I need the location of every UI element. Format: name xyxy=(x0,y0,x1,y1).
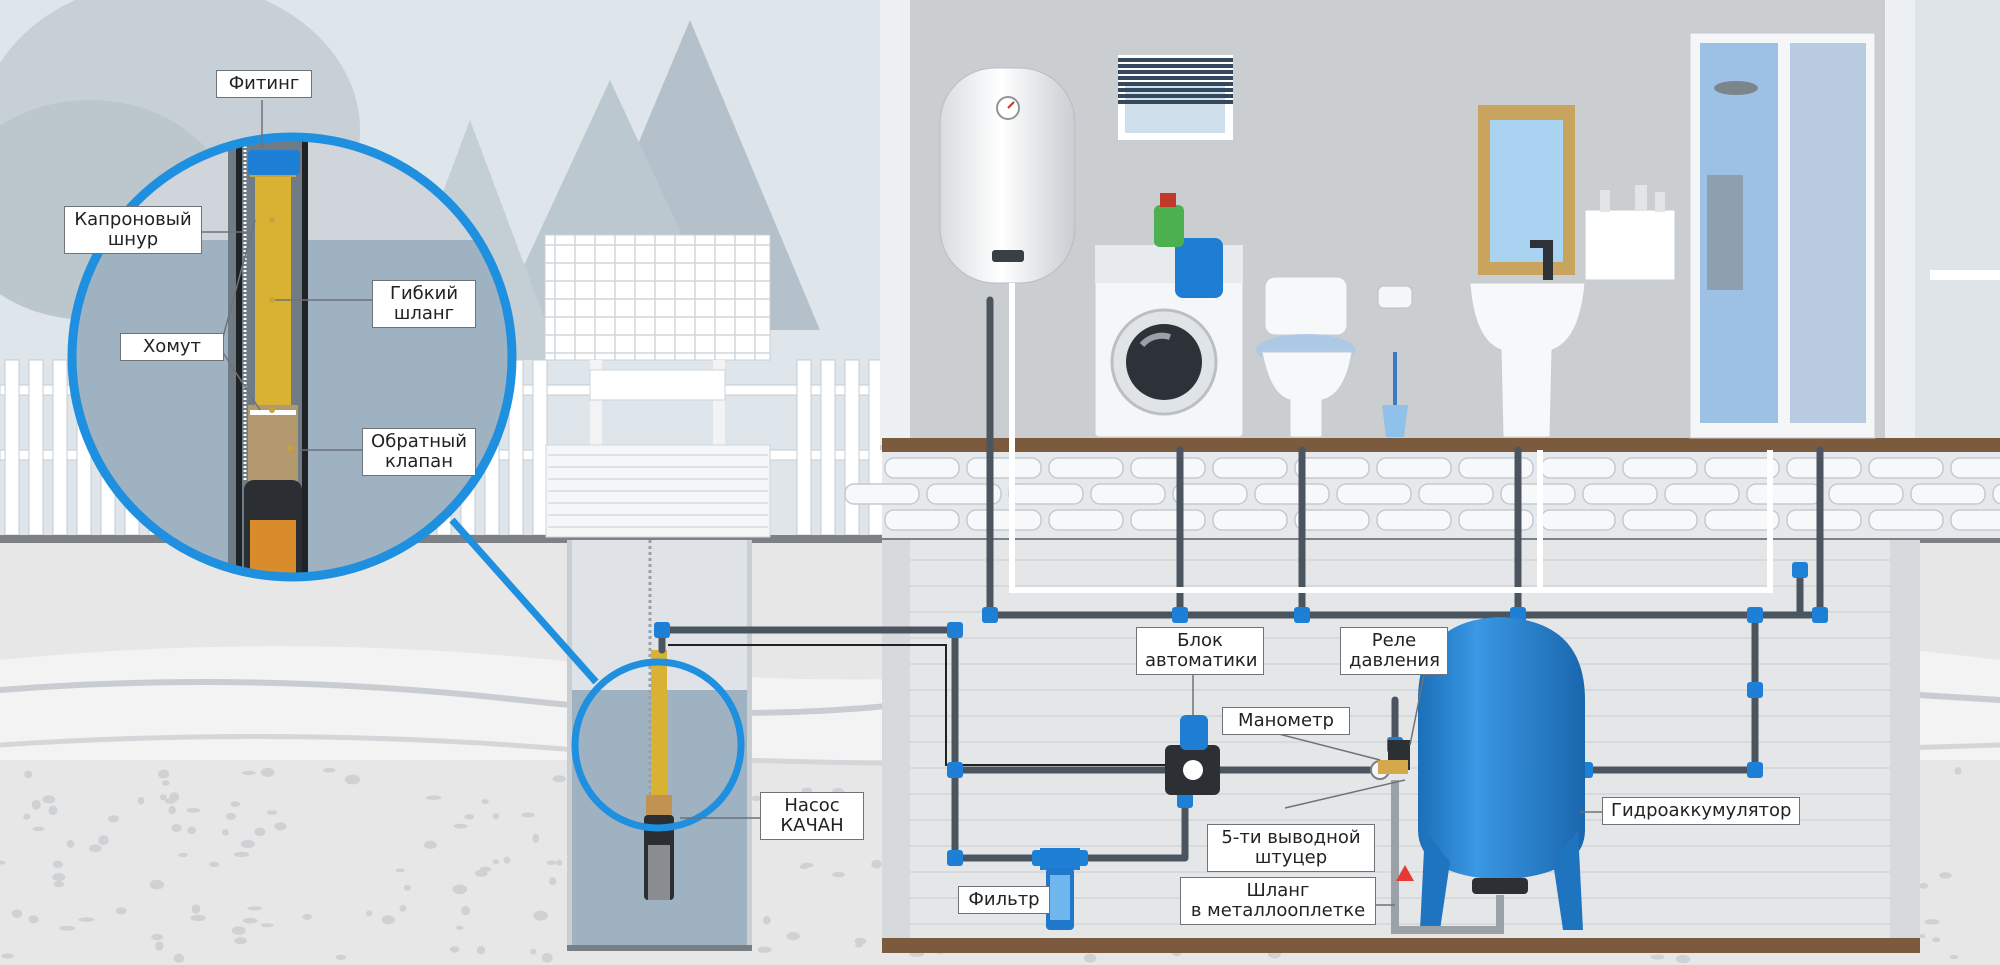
label-fitting: Фитинг xyxy=(216,70,312,98)
bathroom-shelf xyxy=(1584,185,1676,281)
water-heater xyxy=(939,67,1076,284)
label-pump: Насос КАЧАН xyxy=(760,792,864,840)
label-braided-hose: Шланг в металлооплетке xyxy=(1180,877,1376,925)
shower-cabin xyxy=(1689,32,1876,439)
label-nylon-cord: Капроновый шнур xyxy=(64,206,202,254)
leader-lines xyxy=(200,100,1605,906)
zoom-lens-small xyxy=(571,658,745,832)
label-automation-unit: Блок автоматики xyxy=(1136,627,1264,675)
well-shaft xyxy=(567,540,752,951)
hydroaccumulator-tank xyxy=(1391,617,1585,934)
label-pressure-relay: Реле давления xyxy=(1340,627,1448,675)
hot-water-pipe xyxy=(1009,283,1773,593)
floor-slab xyxy=(882,438,2000,452)
label-hydroaccumulator: Гидроаккумулятор xyxy=(1602,797,1800,825)
automation-unit xyxy=(1165,715,1220,795)
label-clamp: Хомут xyxy=(120,333,224,361)
toilet xyxy=(1256,276,1356,438)
stone-foundation xyxy=(844,452,2000,538)
label-manometer: Манометр xyxy=(1222,707,1350,735)
washing-machine xyxy=(1094,193,1244,438)
label-flexible-hose: Гибкий шланг xyxy=(372,280,476,328)
label-five-way-fitting: 5-ти выводной штуцер xyxy=(1207,824,1375,872)
zoom-connector xyxy=(449,517,599,685)
label-check-valve: Обратный клапан xyxy=(362,428,476,476)
window xyxy=(1118,55,1233,140)
water-filter xyxy=(1040,848,1080,930)
sink xyxy=(1469,105,1586,438)
soil-pebbles xyxy=(0,767,1962,964)
pump-cable xyxy=(668,644,1180,766)
pressure-relay xyxy=(1370,740,1410,780)
ground-line xyxy=(0,535,2000,543)
toilet-brush xyxy=(1377,285,1413,437)
well-house xyxy=(544,234,771,538)
label-filter: Фильтр xyxy=(958,886,1050,914)
